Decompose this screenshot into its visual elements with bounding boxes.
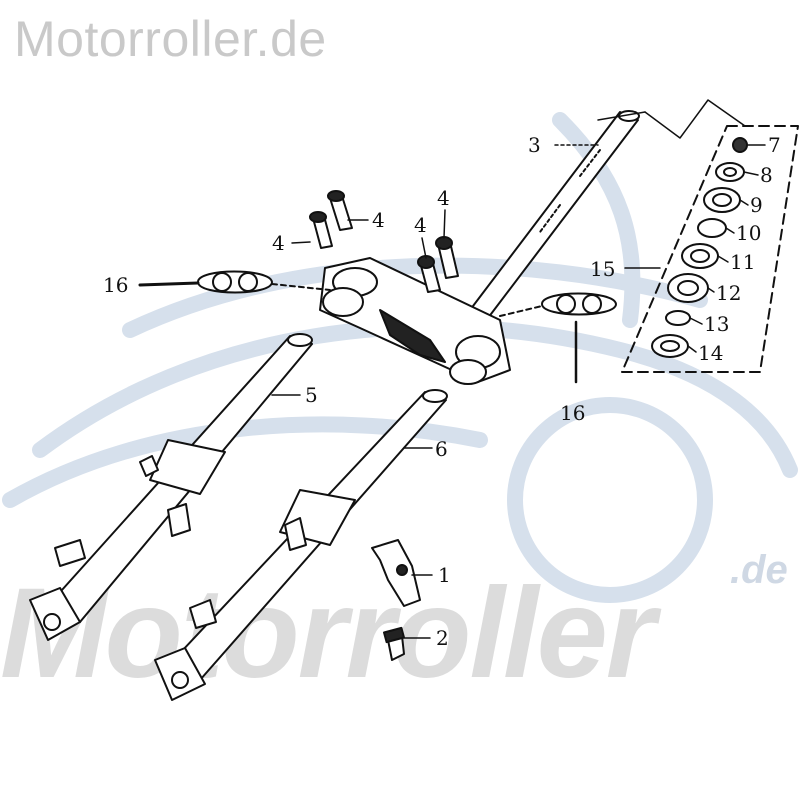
bearing-kit-box bbox=[597, 99, 799, 373]
bearing-kit-parts bbox=[651, 137, 748, 358]
watermark-logo-suffix: .de bbox=[730, 548, 788, 592]
callout-4-d: 4 bbox=[437, 186, 450, 210]
fork-seals bbox=[197, 270, 617, 317]
callout-1: 1 bbox=[438, 563, 451, 587]
callout-10: 10 bbox=[736, 221, 761, 245]
callout-16-b: 16 bbox=[560, 401, 585, 425]
caliper-bracket bbox=[371, 539, 421, 607]
callout-labels: 3 4 4 4 4 16 16 15 5 6 1 2 7 8 9 10 11 1… bbox=[103, 133, 781, 650]
callout-7: 7 bbox=[768, 133, 781, 157]
callout-4-c: 4 bbox=[414, 213, 427, 237]
callout-16-a: 16 bbox=[103, 273, 128, 297]
callout-14: 14 bbox=[698, 341, 723, 365]
right-fork-leg bbox=[154, 389, 448, 701]
callout-5: 5 bbox=[305, 383, 318, 407]
callout-9: 9 bbox=[750, 193, 763, 217]
callout-3: 3 bbox=[528, 133, 541, 157]
callout-12: 12 bbox=[716, 281, 741, 305]
watermark-title: Motorroller.de bbox=[14, 11, 327, 67]
leader-lines bbox=[138, 144, 766, 639]
bracket-bolt bbox=[383, 626, 405, 661]
callout-2: 2 bbox=[436, 626, 449, 650]
left-fork-leg bbox=[29, 333, 313, 641]
callout-15: 15 bbox=[590, 257, 615, 281]
callout-6: 6 bbox=[435, 437, 448, 461]
callout-4-a: 4 bbox=[372, 208, 385, 232]
callout-4-b: 4 bbox=[272, 231, 285, 255]
callout-8: 8 bbox=[760, 163, 773, 187]
steering-stem bbox=[469, 110, 640, 319]
callout-11: 11 bbox=[730, 250, 755, 274]
triple-clamp bbox=[319, 257, 511, 385]
callout-13: 13 bbox=[704, 312, 729, 336]
